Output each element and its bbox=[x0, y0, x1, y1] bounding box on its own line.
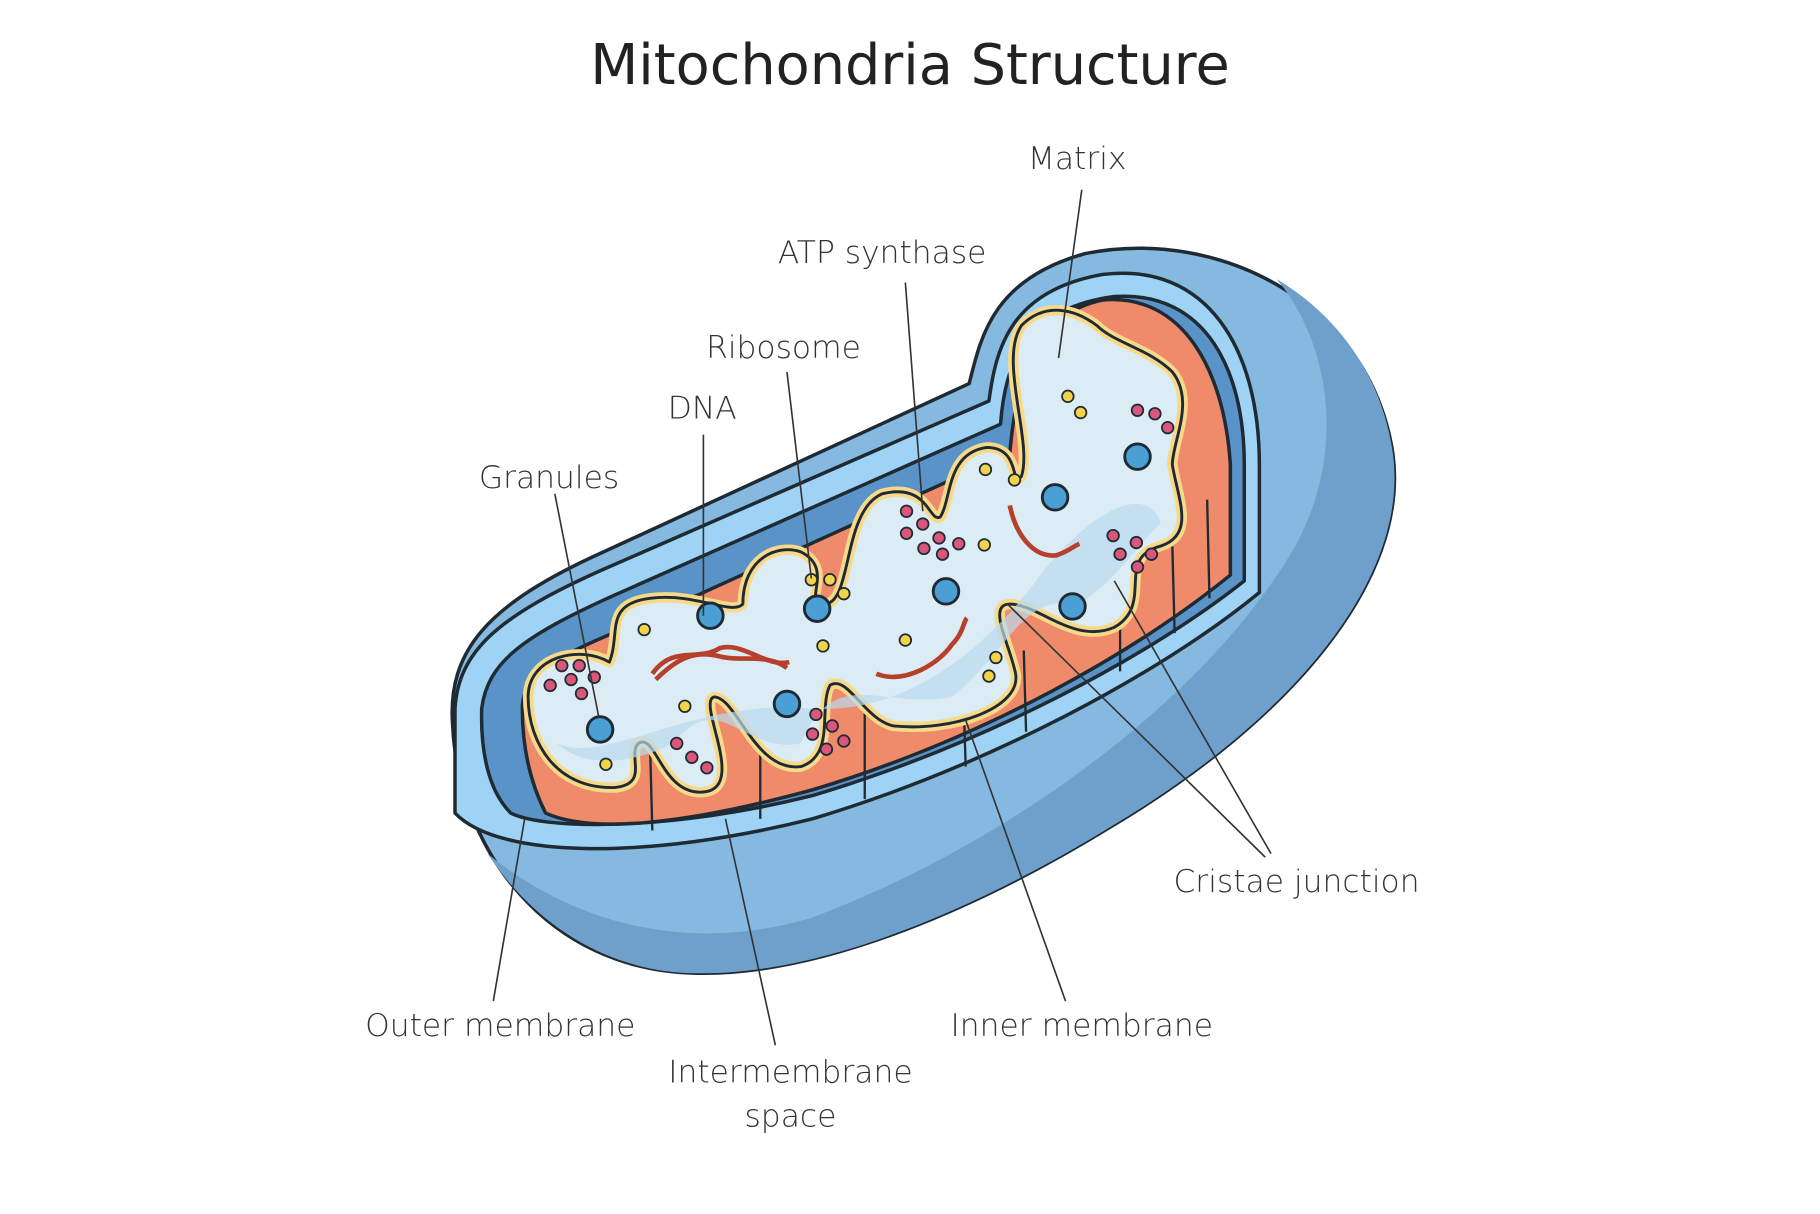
dna-strand bbox=[875, 616, 969, 680]
dna-strand bbox=[1007, 504, 1081, 558]
granules bbox=[585, 442, 1152, 744]
diagram-title: Mitochondria Structure bbox=[590, 33, 1229, 98]
label-granules: Granules bbox=[479, 460, 619, 496]
label-cristae-junction: Cristae junction bbox=[1173, 864, 1419, 900]
matrix-mid-tone bbox=[557, 503, 1161, 761]
yellow-granules bbox=[599, 389, 1088, 771]
label-dna: DNA bbox=[668, 390, 737, 426]
granule bbox=[931, 577, 961, 606]
dna-strand bbox=[654, 651, 789, 682]
label-outer-membrane: Outer membrane bbox=[365, 1008, 635, 1044]
label-matrix: Matrix bbox=[1028, 141, 1127, 177]
granule bbox=[696, 601, 725, 630]
label-atp-synthase: ATP synthase bbox=[778, 235, 987, 271]
label-ribosome: Ribosome bbox=[706, 330, 861, 366]
label-intermembrane-line2: space bbox=[744, 1098, 836, 1134]
label-inner-membrane: Inner membrane bbox=[951, 1008, 1213, 1044]
matrix-region-outline bbox=[526, 308, 1185, 794]
leader-lines bbox=[492, 189, 1272, 1046]
granule bbox=[1040, 483, 1070, 512]
granule bbox=[585, 715, 615, 744]
granule bbox=[802, 594, 832, 623]
ribosomes bbox=[543, 403, 1175, 775]
label-intermembrane-line1: Intermembrane bbox=[668, 1054, 912, 1090]
mitochondrion-illustration bbox=[450, 246, 1397, 975]
granule bbox=[1058, 592, 1087, 621]
granule bbox=[1123, 442, 1152, 471]
dna-strands bbox=[650, 504, 1081, 682]
granule bbox=[772, 689, 802, 719]
